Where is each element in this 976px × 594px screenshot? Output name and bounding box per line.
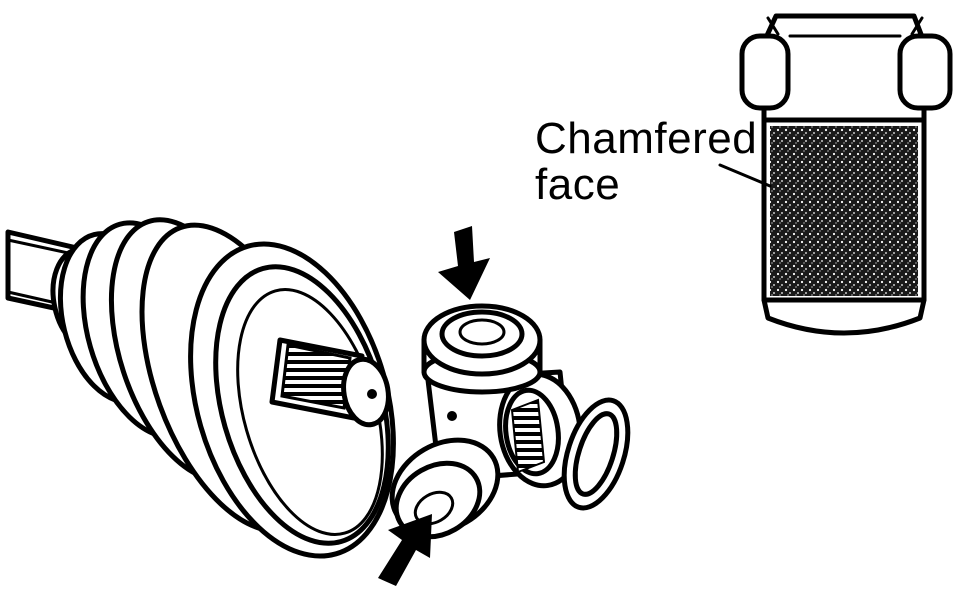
label-line-2: face — [535, 160, 621, 209]
arrow-down-icon — [438, 226, 490, 300]
label-line-1: Chamfered — [535, 114, 758, 163]
callout-leader-line — [718, 163, 772, 188]
roller-detail-view — [739, 13, 953, 336]
circlip-washer — [561, 397, 631, 511]
chamfered-face-label: Chamfered face — [535, 116, 757, 208]
tripod-joint — [389, 303, 583, 540]
splined-shaft-end — [269, 337, 391, 428]
arrow-up-right-icon — [378, 514, 432, 586]
